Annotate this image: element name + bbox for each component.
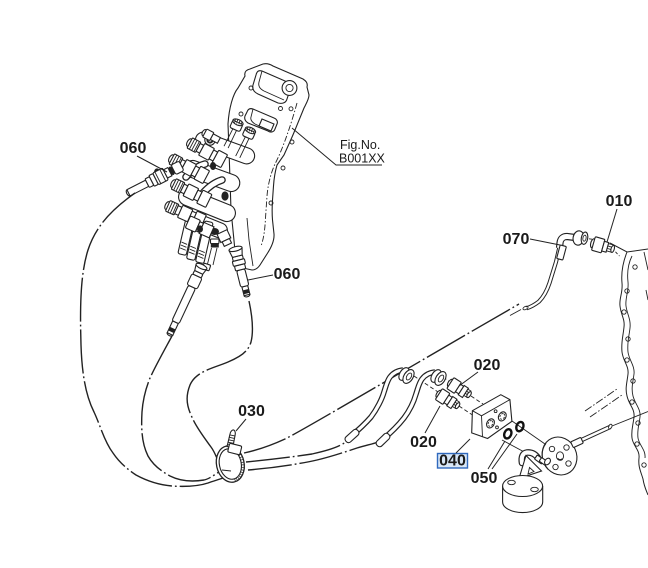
svg-text:Fig.No.: Fig.No. (340, 138, 380, 152)
svg-text:070: 070 (503, 231, 530, 248)
svg-text:060: 060 (120, 140, 147, 157)
svg-text:010: 010 (606, 193, 633, 210)
svg-text:050: 050 (471, 470, 498, 487)
svg-text:020: 020 (474, 357, 501, 374)
svg-text:B001XX: B001XX (339, 152, 386, 166)
svg-text:030: 030 (238, 403, 265, 420)
svg-text:020: 020 (410, 434, 437, 451)
svg-text:040: 040 (439, 453, 466, 470)
svg-text:060: 060 (274, 266, 301, 283)
